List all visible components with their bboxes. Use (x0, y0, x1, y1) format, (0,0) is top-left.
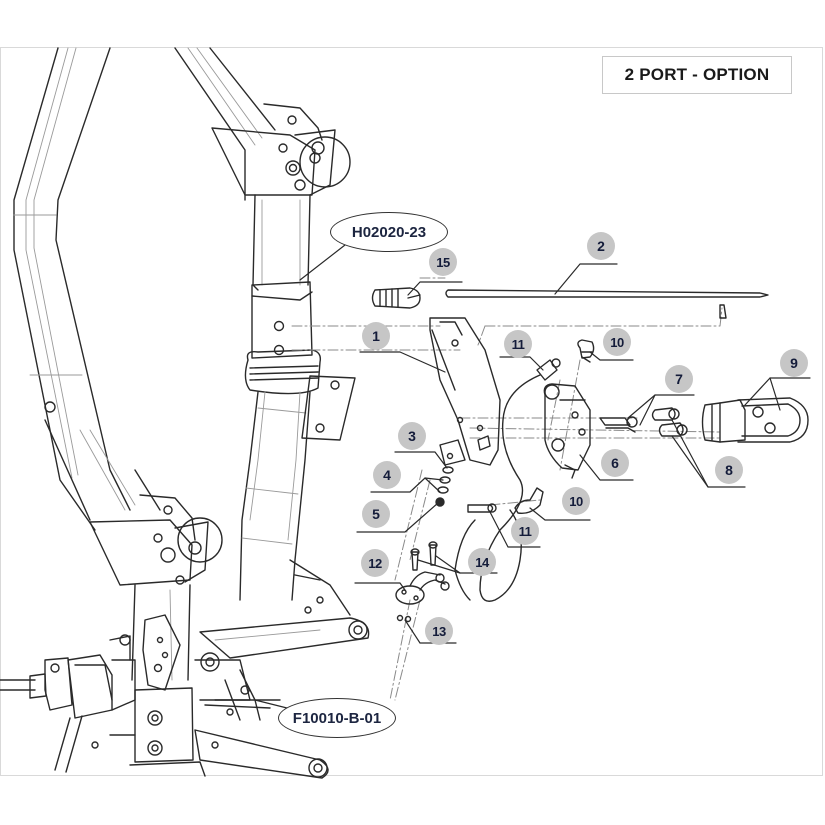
callout-badge-1[interactable]: 1 (362, 322, 390, 350)
lower-bracket (89, 494, 223, 586)
brake-line (454, 374, 541, 602)
callout-badge-12[interactable]: 12 (361, 549, 389, 577)
part-washers-nut (435, 466, 454, 507)
lower-vertical-tube (129, 584, 206, 777)
part-handle-grip (371, 287, 421, 309)
leader-lines (254, 244, 811, 711)
callout-badge-14[interactable]: 14 (468, 548, 496, 576)
callout-badge-6[interactable]: 6 (601, 449, 629, 477)
centerlines (291, 277, 723, 701)
part-flange-fitting (395, 571, 450, 605)
vertical-frame-tube (239, 194, 356, 601)
upper-bracket (211, 103, 351, 196)
callout-badge-10-lower[interactable]: 10 (562, 487, 590, 515)
callout-badge-9[interactable]: 9 (780, 349, 808, 377)
title-box: 2 PORT - OPTION (602, 56, 792, 94)
callout-badge-10-upper[interactable]: 10 (603, 328, 631, 356)
part-pedal-bracket (429, 317, 501, 466)
upper-diagonal-tube (174, 47, 276, 201)
callout-badge-11-lower[interactable]: 11 (511, 517, 539, 545)
lower-diagonal-tube (44, 419, 161, 521)
upper-arm (199, 559, 370, 659)
part-brake-rod (445, 289, 769, 319)
callout-badge-11-upper[interactable]: 11 (504, 330, 532, 358)
part-hose-fitting-upper (536, 339, 595, 381)
callout-badge-8[interactable]: 8 (715, 456, 743, 484)
left-frame-tube (13, 47, 131, 531)
callout-badge-4[interactable]: 4 (373, 461, 401, 489)
part-coupler-plate (701, 397, 809, 443)
callout-badge-3[interactable]: 3 (398, 422, 426, 450)
part-fitting-bolts (599, 416, 638, 433)
part-bolts (410, 541, 438, 571)
reference-label-frame-lower[interactable]: F10010-B-01 (278, 698, 396, 738)
callout-badge-2[interactable]: 2 (587, 232, 615, 260)
callout-badge-15[interactable]: 15 (429, 248, 457, 276)
callout-badge-13[interactable]: 13 (425, 617, 453, 645)
reference-label-frame-upper[interactable]: H02020-23 (330, 212, 448, 252)
part-clip (396, 614, 412, 623)
part-master-cylinder (543, 383, 591, 479)
gearbox (0, 634, 281, 773)
drawing-frame (0, 47, 823, 776)
callout-badge-5[interactable]: 5 (362, 500, 390, 528)
callout-badge-7[interactable]: 7 (665, 365, 693, 393)
lower-arm (194, 729, 329, 779)
